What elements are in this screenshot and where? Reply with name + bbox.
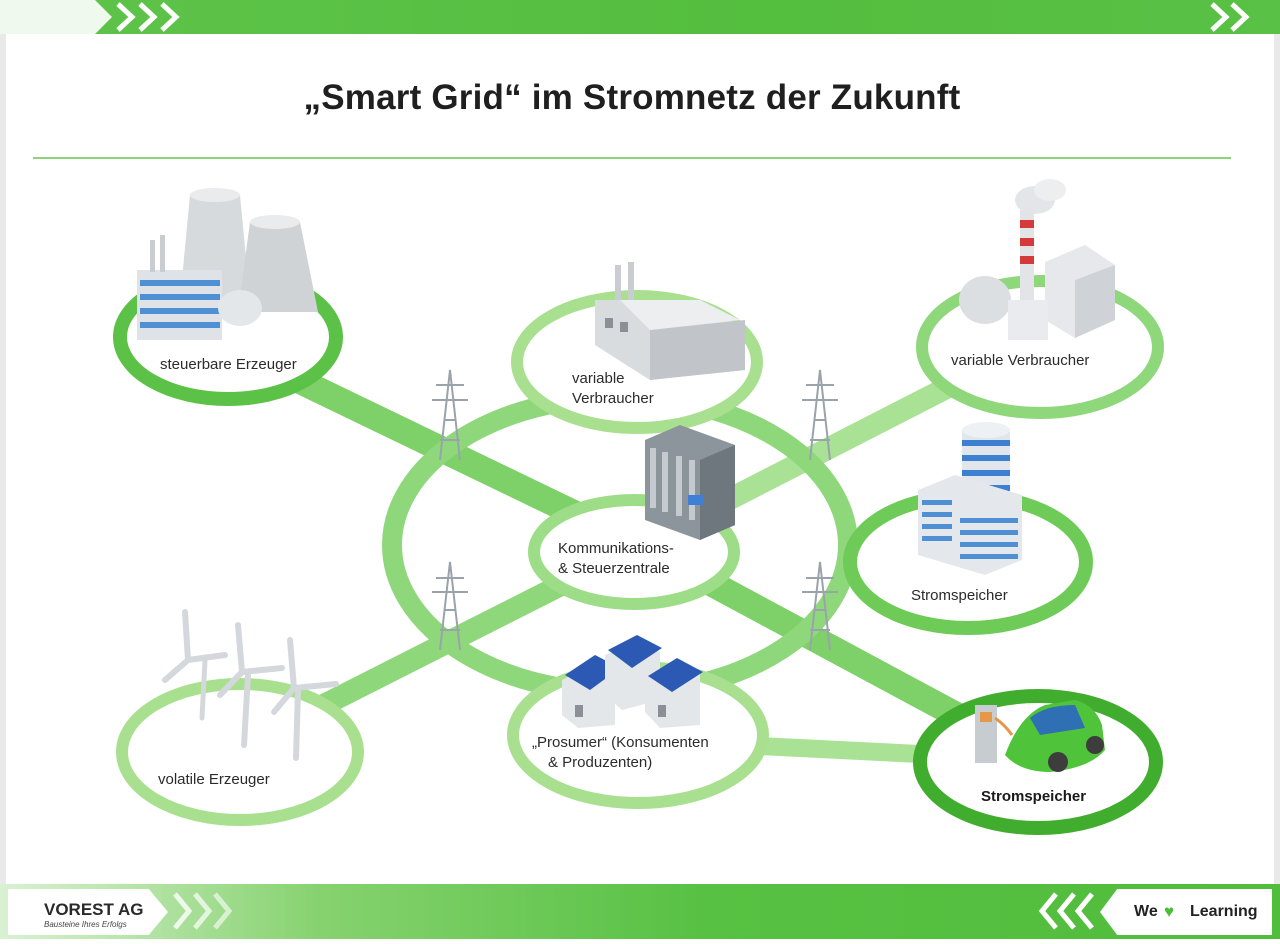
- page-title: „Smart Grid“ im Stromnetz der Zukunft: [303, 78, 961, 117]
- wind-turbine-icon: [162, 609, 339, 761]
- node-label-prosumer-line2: & Produzenten): [548, 754, 653, 771]
- power-plant-icon: [137, 188, 318, 340]
- vorest-logo-panel: [8, 889, 168, 935]
- node-label-kommunikation-line2: & Steuerzentrale: [558, 560, 670, 577]
- smart-grid-diagram: [113, 179, 1164, 835]
- server-rack-icon: [645, 425, 735, 540]
- node-label-kommunikation-line1: Kommunikations-: [558, 540, 674, 557]
- top-banner: [0, 0, 1280, 34]
- node-label-stromspeicher-ev: Stromspeicher: [981, 788, 1087, 805]
- title-divider: [33, 157, 1231, 159]
- footer-chevron-decoration: [173, 892, 1094, 930]
- node-label-stromspeicher-right: Stromspeicher: [911, 587, 1008, 604]
- power-pylon-icon: [432, 369, 468, 461]
- node-label-prosumer-line1: „Prosumer“ (Konsumenten: [532, 734, 709, 751]
- electric-car-icon: [975, 700, 1105, 772]
- node-label-variable-verbraucher-line1: variable: [572, 370, 625, 387]
- industrial-chimney-icon: [959, 179, 1115, 340]
- solar-house-icon: [562, 635, 703, 728]
- learning-we-text: We: [1134, 903, 1158, 920]
- node-label-variable-verbraucher-right: variable Verbraucher: [951, 352, 1090, 369]
- node-label-variable-verbraucher-line2: Verbraucher: [572, 390, 654, 407]
- battery-storage-building-icon: [918, 422, 1022, 575]
- bottom-banner: [0, 884, 1280, 939]
- learning-word-text: Learning: [1190, 903, 1258, 920]
- chevron-decoration: [0, 0, 1250, 34]
- power-pylon-icon: [802, 561, 838, 651]
- heart-icon: ♥: [1164, 902, 1175, 921]
- frame-left-edge: [0, 34, 6, 884]
- factory-icon: [595, 262, 745, 380]
- frame-right-edge: [1274, 34, 1280, 884]
- node-label-steuerbare-erzeuger: steuerbare Erzeuger: [160, 356, 297, 373]
- vorest-logo: VOREST AG: [44, 900, 144, 919]
- we-love-learning-panel: [1100, 889, 1272, 935]
- node-label-volatile-erzeuger: volatile Erzeuger: [158, 771, 270, 788]
- power-pylon-icon: [432, 561, 468, 651]
- power-pylon-icon: [802, 369, 838, 461]
- vorest-tagline: Bausteine Ihres Erfolgs: [44, 920, 127, 929]
